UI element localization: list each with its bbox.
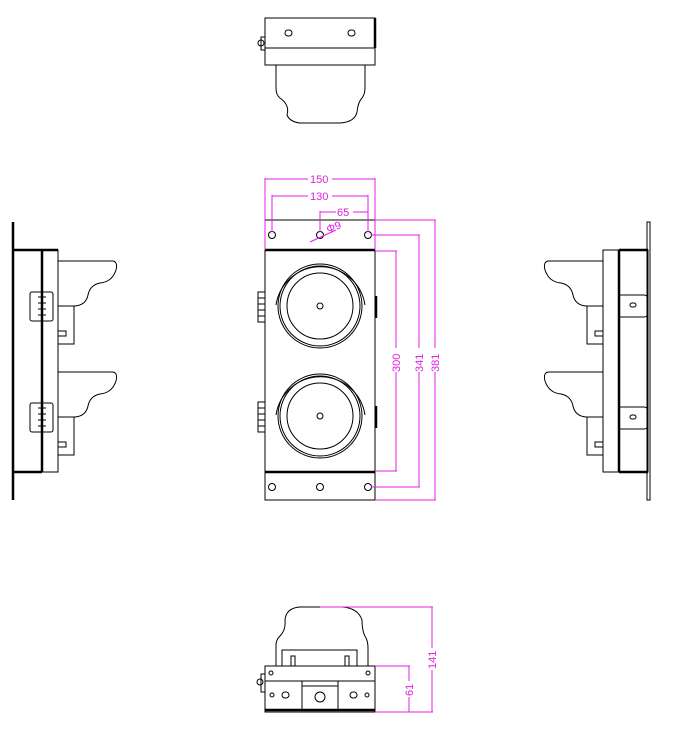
hinge-bolt-icon	[257, 39, 265, 47]
front-view: 150 130 65 Φ9 300 341 381	[257, 173, 442, 501]
dim-lens-body-height: 300	[391, 354, 403, 372]
top-view	[257, 17, 377, 124]
upper-lens	[257, 263, 378, 349]
right-side-view	[543, 221, 651, 501]
dim-bracket-depth: 61	[404, 684, 416, 696]
slot-hole-icon	[347, 29, 356, 37]
slot-hole-icon	[284, 29, 293, 37]
left-side-view	[11, 222, 118, 500]
dim-depth-overall: 141	[427, 651, 439, 669]
bottom-view: 141 61	[256, 606, 439, 713]
dim-height-overall: 381	[430, 354, 442, 372]
lower-lens	[257, 373, 378, 459]
dim-width-overall: 150	[310, 174, 328, 186]
front-dimensions	[264, 178, 436, 501]
dim-hole-diameter: Φ9	[325, 219, 343, 235]
dim-hole-to-hole-height: 341	[414, 354, 426, 372]
dim-hole-spacing-outer: 130	[310, 191, 328, 203]
dim-hole-spacing-half: 65	[337, 207, 349, 219]
